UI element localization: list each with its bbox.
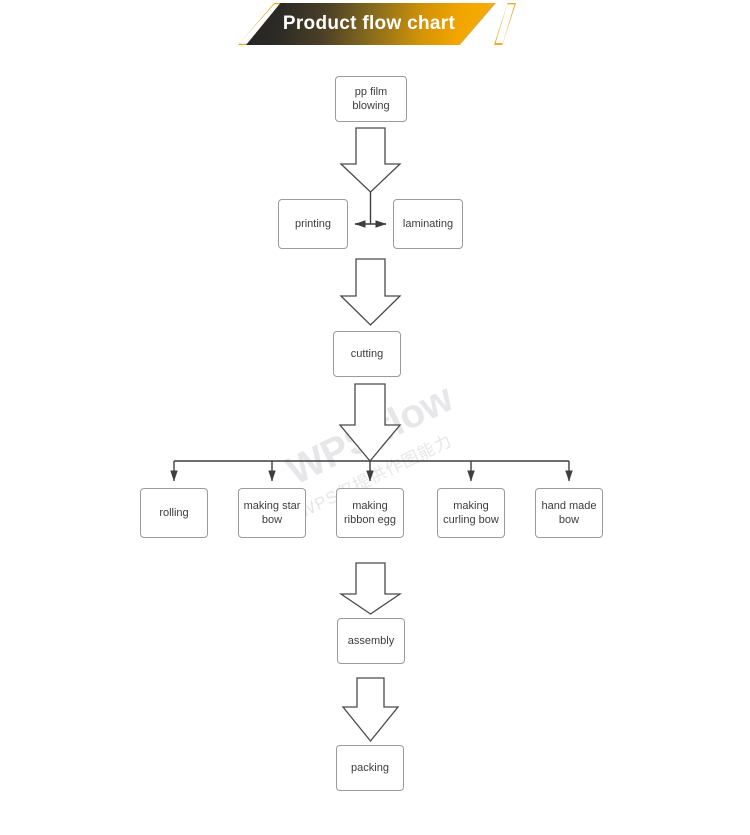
page-title-banner: Product flow chart [236,3,516,45]
node-assembly[interactable]: assembly [337,618,405,664]
page-title: Product flow chart [282,13,456,34]
block-arrow-to-assembly [338,562,403,615]
watermark-main-text: WPS flow [280,375,460,494]
node-pp-film-blowing[interactable]: pp film blowing [335,76,407,122]
node-rolling[interactable]: rolling [140,488,208,538]
node-making-star-bow[interactable]: making star bow [238,488,306,538]
node-printing[interactable]: printing [278,199,348,249]
banner-accent-slash-inner [495,4,515,44]
block-arrow-to-branches [338,383,402,463]
block-arrow-to-packing [341,677,400,743]
block-arrow-to-cutting [339,258,402,326]
node-laminating[interactable]: laminating [393,199,463,249]
node-hand-made-bow[interactable]: hand made bow [535,488,603,538]
block-arrow-pp-to-split [339,127,402,193]
node-making-ribbon-egg[interactable]: making ribbon egg [336,488,404,538]
node-cutting[interactable]: cutting [333,331,401,377]
node-packing[interactable]: packing [336,745,404,791]
split-stem-printing-laminating [354,192,387,228]
branch-bus [170,460,573,482]
node-making-curling-bow[interactable]: making curling bow [437,488,505,538]
banner-gradient-shape [246,3,492,45]
watermark: WPS flow WPS仅提供作图能力 [272,376,512,522]
